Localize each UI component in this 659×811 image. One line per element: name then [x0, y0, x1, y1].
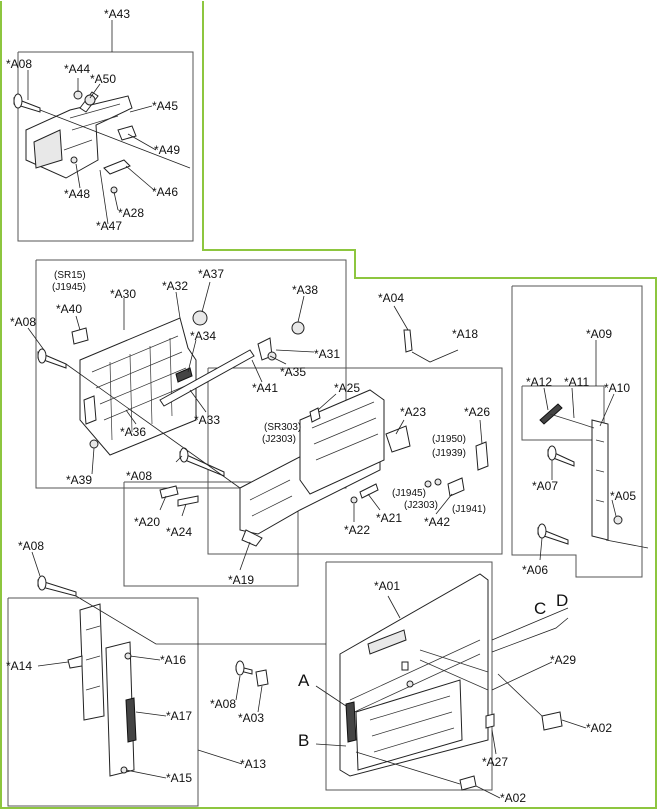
- label-a06: *A06: [522, 563, 548, 577]
- part-a09-assembly: [537, 403, 623, 545]
- label-a07: *A07: [532, 479, 558, 493]
- part-a43-assembly: [13, 90, 137, 194]
- label-d: D: [556, 591, 568, 610]
- label-a15: *A15: [166, 771, 192, 785]
- label-j2303-b: (J2303): [404, 500, 438, 511]
- label-a46: *A46: [152, 185, 178, 199]
- label-a26: *A26: [464, 405, 490, 419]
- label-a34: *A34: [190, 329, 216, 343]
- box-a18: [207, 367, 503, 555]
- label-a01: *A01: [374, 579, 400, 593]
- label-a02-b: *A02: [500, 791, 526, 805]
- part-a01-door-panel: [339, 573, 563, 791]
- label-a33: *A33: [194, 413, 220, 427]
- label-a44: *A44: [64, 62, 90, 76]
- label-a10: *A10: [604, 381, 630, 395]
- box-a43: [17, 51, 194, 242]
- label-sr303: (SR303): [264, 422, 301, 433]
- label-a03: *A03: [238, 711, 264, 725]
- box-a13: [7, 597, 199, 807]
- label-a13: *A13: [240, 757, 266, 771]
- label-a08-b: *A08: [10, 315, 36, 329]
- label-a: A: [298, 671, 310, 690]
- label-a05: *A05: [610, 489, 636, 503]
- label-a37: *A37: [198, 267, 224, 281]
- part-a13-assembly: [67, 603, 137, 777]
- label-a16: *A16: [160, 653, 186, 667]
- label-a45: *A45: [152, 99, 178, 113]
- label-a23: *A23: [400, 405, 426, 419]
- label-j1941: (J1941): [452, 504, 486, 515]
- label-a30: *A30: [110, 287, 136, 301]
- label-a29: *A29: [550, 653, 576, 667]
- label-a22: *A22: [344, 523, 370, 537]
- label-a50: *A50: [90, 72, 116, 86]
- label-a24: *A24: [166, 525, 192, 539]
- label-a08: *A08: [6, 57, 32, 71]
- label-a11: *A11: [564, 375, 589, 389]
- label-a08-e: *A08: [210, 697, 236, 711]
- label-j1950: (J1950): [432, 434, 466, 445]
- label-j1945-b: (J1945): [392, 488, 426, 499]
- label-a04: *A04: [378, 291, 404, 305]
- label-j1945: (J1945): [52, 282, 86, 293]
- label-a19: *A19: [228, 573, 254, 587]
- box-a08-group: [123, 481, 299, 587]
- label-a42: *A42: [424, 515, 450, 529]
- label-a17: *A17: [166, 709, 192, 723]
- label-a47: *A47: [96, 219, 122, 233]
- label-a35: *A35: [280, 365, 306, 379]
- label-a20: *A20: [134, 515, 160, 529]
- label-c: C: [534, 599, 546, 618]
- label-a32: *A32: [162, 279, 188, 293]
- part-a30-assembly: [37, 310, 305, 456]
- part-a08-screws: [37, 447, 269, 687]
- label-a38: *A38: [292, 283, 318, 297]
- label-b: B: [298, 731, 309, 750]
- label-a18: *A18: [452, 327, 478, 341]
- part-a18-assembly: [239, 329, 489, 547]
- label-a09: *A09: [586, 327, 612, 341]
- label-a25: *A25: [334, 381, 360, 395]
- leader-lines: [27, 20, 649, 799]
- label-a27: *A27: [482, 755, 508, 769]
- label-a31: *A31: [314, 347, 340, 361]
- box-a09: [511, 285, 643, 578]
- label-a14: *A14: [6, 659, 32, 673]
- label-sr15: (SR15): [54, 270, 86, 281]
- label-a40: *A40: [56, 302, 82, 316]
- label-a41: *A41: [252, 381, 278, 395]
- label-a21: *A21: [376, 511, 402, 525]
- label-j2303: (J2303): [262, 434, 296, 445]
- box-a30: [35, 259, 347, 489]
- label-a28: *A28: [118, 206, 144, 220]
- label-a02: *A02: [586, 721, 612, 735]
- label-a43: *A43: [104, 7, 130, 21]
- label-a49: *A49: [154, 143, 180, 157]
- label-a08-c: *A08: [126, 469, 152, 483]
- label-a36: *A36: [120, 425, 146, 439]
- part-labels: *A43 *A08 *A44 *A50 *A45 *A49 *A46 *A48 …: [6, 7, 636, 805]
- label-j1939: (J1939): [432, 448, 466, 459]
- label-a48: *A48: [64, 187, 90, 201]
- label-a39: *A39: [66, 473, 92, 487]
- box-a01: [325, 561, 493, 791]
- label-a12: *A12: [526, 375, 552, 389]
- label-a08-d: *A08: [18, 539, 44, 553]
